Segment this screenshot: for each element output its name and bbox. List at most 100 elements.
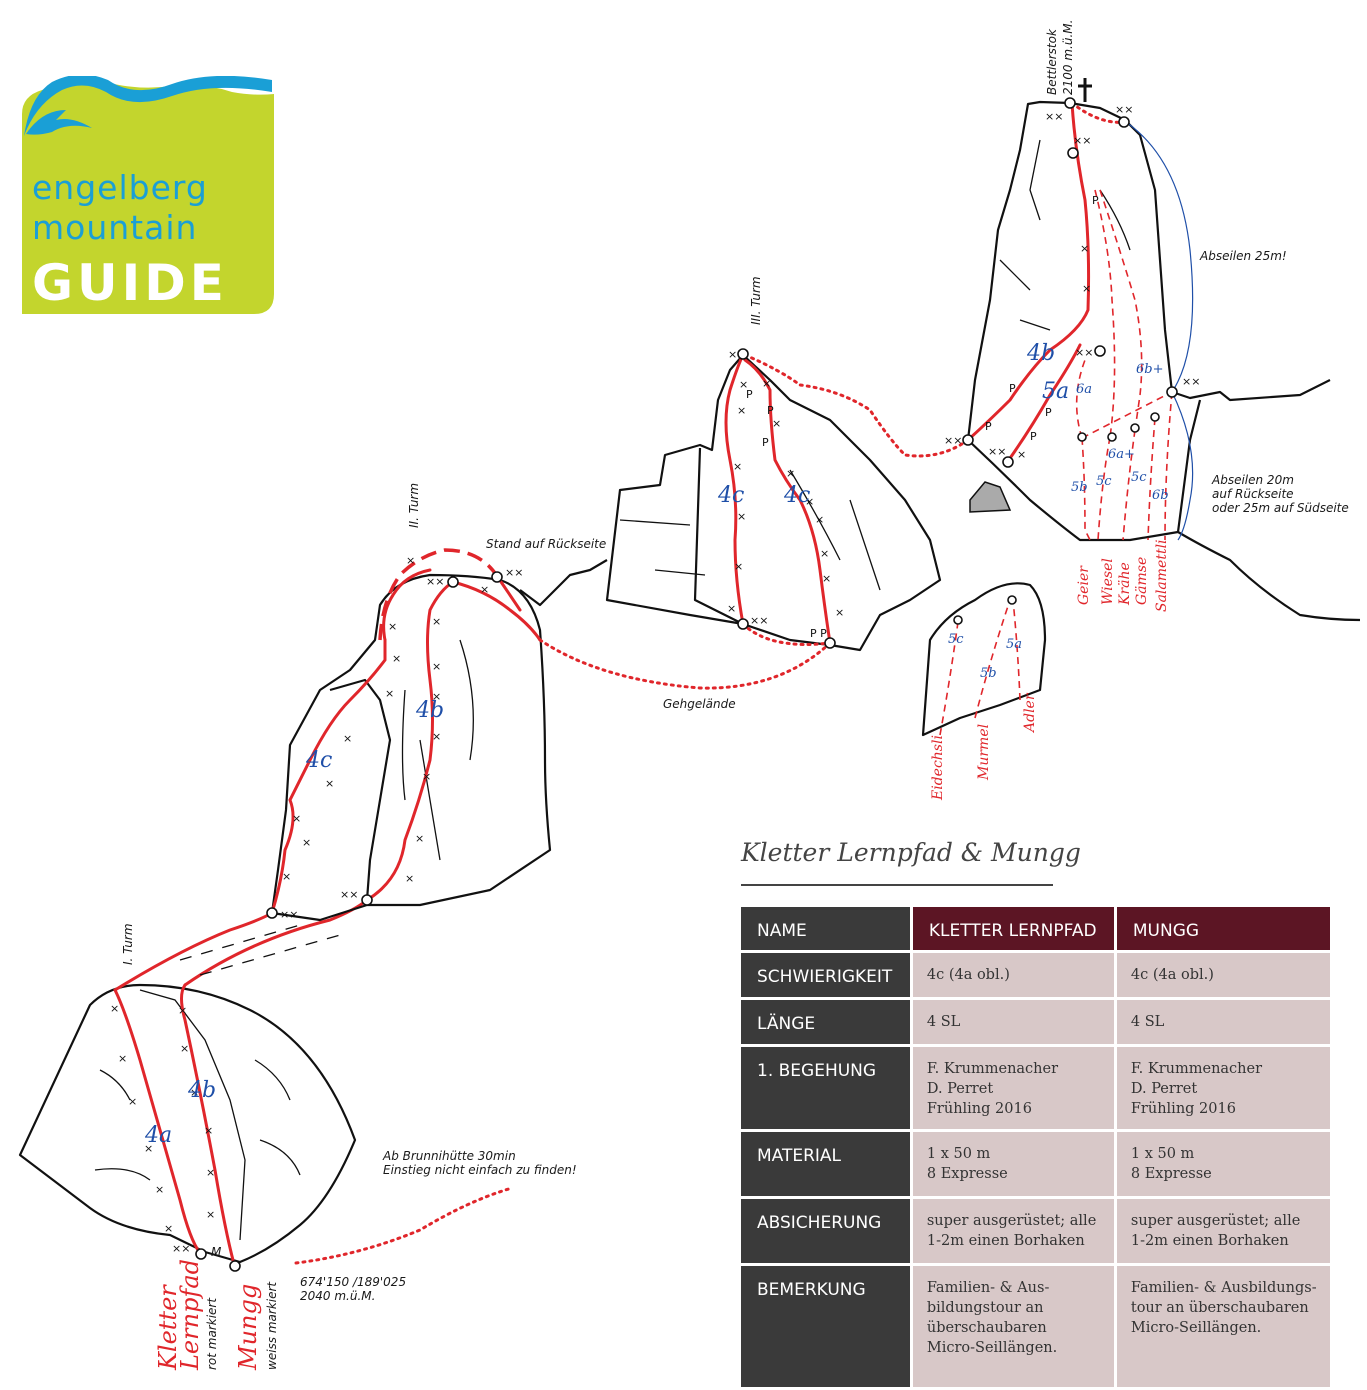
svg-text:×: ×	[835, 606, 844, 619]
sector-route-wiesel: Wiesel	[1100, 558, 1116, 605]
label-stand-rueckseite: Stand auf Rückseite	[486, 537, 606, 551]
route-name-lernpfad: Lernpfad	[176, 1259, 204, 1371]
label-tower-one: I. Turm	[121, 923, 135, 965]
tower-one-station-start-b	[230, 1261, 240, 1271]
table-cell-mungg: 4c (4a obl.)	[1117, 953, 1330, 997]
svg-text:××: ××	[280, 908, 298, 921]
svg-text:×: ×	[392, 652, 401, 665]
svg-text:×: ×	[432, 660, 441, 673]
grade-boulder-5b: 5b	[980, 666, 997, 681]
svg-text:P: P	[1045, 406, 1052, 419]
table-row-schwierigkeit: SCHWIERIGKEIT 4c (4a obl.) 4c (4a obl.)	[741, 953, 1330, 997]
tower-two-station-b	[362, 895, 372, 905]
table-row-absicherung: ABSICHERUNG super ausgerüstet; alle1-2m …	[741, 1199, 1330, 1263]
svg-text:×: ×	[1082, 282, 1091, 295]
svg-text:×: ×	[734, 560, 743, 573]
bettlerstok-station-sector	[1167, 387, 1177, 397]
table-row-laenge: LÄNGE 4 SL 4 SL	[741, 1000, 1330, 1044]
svg-text:×: ×	[737, 510, 746, 523]
title-divider	[741, 884, 1053, 886]
svg-text:××: ××	[1045, 110, 1063, 123]
table-header-row: NAME KLETTER LERNPFAD MUNGG	[741, 907, 1330, 950]
svg-text:×: ×	[204, 1124, 213, 1137]
route-note-weiss: weiss markiert	[265, 1281, 279, 1370]
grade-sector-6bplus: 6b+	[1136, 362, 1164, 377]
svg-text:×: ×	[178, 1004, 187, 1017]
boulder-route-name-murmel: Murmel	[976, 724, 992, 781]
label-abseilen-20m-3: oder 25m auf Südseite	[1212, 501, 1349, 515]
boulder-station-b	[1008, 596, 1016, 604]
table-row-bemerkung: BEMERKUNG Familien- & Aus-bildungstour a…	[741, 1266, 1330, 1387]
svg-text:×: ×	[815, 513, 824, 526]
label-altitude: 2040 m.ü.M.	[300, 1289, 375, 1303]
tower-three-rock	[607, 355, 940, 650]
label-coordinates: 674'150 /189'025	[300, 1275, 406, 1289]
svg-text:××: ××	[988, 445, 1006, 458]
svg-text:P: P	[746, 388, 753, 401]
svg-text:×: ×	[118, 1052, 127, 1065]
svg-text:×: ×	[480, 583, 489, 596]
svg-text:×: ×	[155, 1183, 164, 1196]
grade-sector-6a: 6a	[1076, 382, 1092, 397]
table-cell-mungg: 1 x 50 m8 Expresse	[1117, 1132, 1330, 1196]
table-row-label: SCHWIERIGKEIT	[741, 953, 910, 997]
svg-text:××: ××	[1182, 375, 1200, 388]
svg-text:×: ×	[128, 1095, 137, 1108]
grade-boulder-5c: 5c	[948, 632, 964, 647]
svg-text:P: P	[1009, 382, 1016, 395]
grade-tower-two-left: 4c	[305, 748, 332, 773]
grade-tower-one-right: 4b	[187, 1078, 216, 1103]
svg-text:××: ××	[505, 566, 523, 579]
svg-text:×: ×	[385, 687, 394, 700]
tower-three-base-station-a	[738, 619, 748, 629]
svg-text:×: ×	[282, 870, 291, 883]
grade-sector-6aplus: 6a+	[1108, 447, 1135, 462]
label-tower-two: II. Turm	[407, 483, 421, 528]
bettlerstok-abseil-station	[1119, 117, 1129, 127]
svg-text:×: ×	[164, 1222, 173, 1235]
svg-text:×: ×	[1017, 448, 1026, 461]
svg-text:×: ×	[422, 770, 431, 783]
label-abseilen-20m-2: auf Rückseite	[1212, 487, 1294, 501]
svg-text:×: ×	[820, 547, 829, 560]
svg-text:××: ××	[340, 888, 358, 901]
boulder-route-name-adler: Adler	[1022, 692, 1038, 734]
sector-station-3	[1131, 424, 1139, 432]
label-abseilen-20m-1: Abseilen 20m	[1211, 473, 1294, 487]
svg-text:×: ×	[206, 1166, 215, 1179]
svg-text:×: ×	[343, 732, 352, 745]
svg-text:P P: P P	[810, 627, 827, 640]
tower-three-base-station-b	[825, 638, 835, 648]
table-cell-kletter: 4 SL	[913, 1000, 1114, 1044]
svg-text:×: ×	[822, 572, 831, 585]
svg-text:×: ×	[772, 417, 781, 430]
gehgelaende-path	[540, 640, 830, 688]
bettlerstok-station-base-a	[963, 435, 973, 445]
svg-text:×: ×	[302, 836, 311, 849]
svg-text:×: ×	[728, 348, 737, 361]
bettlerstok-summit-station	[1065, 98, 1075, 108]
svg-text:×: ×	[727, 602, 736, 615]
table-row-label: MATERIAL	[741, 1132, 910, 1196]
svg-text:×: ×	[737, 404, 746, 417]
tower-two-exit	[453, 582, 540, 640]
svg-text:×: ×	[388, 620, 397, 633]
label-tower-three: III. Turm	[749, 276, 763, 325]
svg-text:××: ××	[750, 614, 768, 627]
grade-sector-6b: 6b	[1152, 488, 1169, 503]
grade-sector-5c-second: 5c	[1131, 470, 1147, 485]
grade-bettlerstok-4b: 4b	[1026, 341, 1055, 366]
label-approach-1: Ab Brunnihütte 30min	[382, 1149, 516, 1163]
table-row-label: 1. BEGEHUNG	[741, 1047, 910, 1129]
svg-text:××: ××	[172, 1242, 190, 1255]
sector-route-gaemse: Gämse	[1134, 557, 1150, 605]
boulder-station-a	[954, 616, 962, 624]
svg-text:×: ×	[432, 615, 441, 628]
sector-station-2	[1108, 433, 1116, 441]
tower-two-station-c	[448, 577, 458, 587]
sector-station-1	[1078, 433, 1086, 441]
sector-route-salamettli: Salamettli	[1154, 539, 1170, 612]
